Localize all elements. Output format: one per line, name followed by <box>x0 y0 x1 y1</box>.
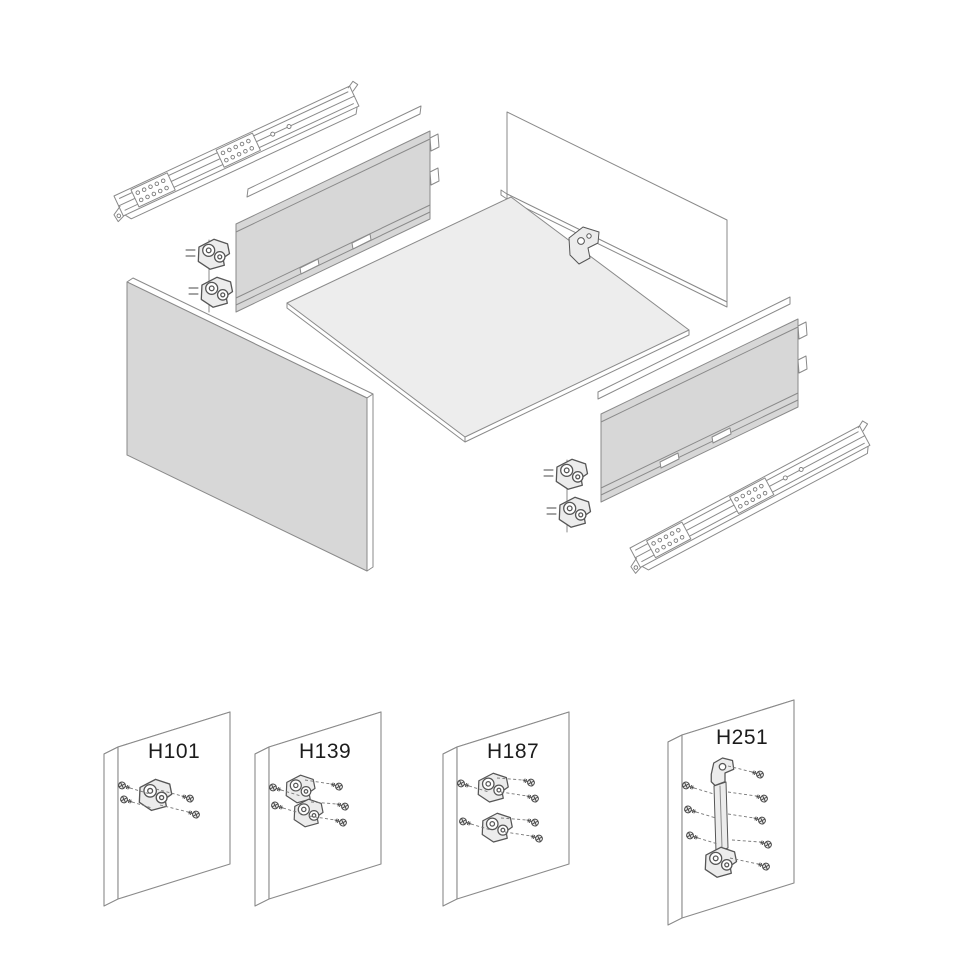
panel-top-rail <box>246 105 422 198</box>
panel-top-rail <box>597 296 791 400</box>
center-bracket-body <box>568 226 600 265</box>
panel-body <box>600 318 799 503</box>
board-left-edge <box>442 746 458 907</box>
panel-line <box>600 326 799 423</box>
board-left-edge <box>103 746 119 907</box>
detail-label: H139 <box>299 740 351 763</box>
bracket-bar-line <box>719 785 723 849</box>
screw-leader <box>308 815 336 821</box>
screw-leader <box>131 801 153 809</box>
panel-latch <box>659 452 680 469</box>
screw-leader <box>727 813 755 819</box>
screw-leader <box>304 779 332 785</box>
board-left-edge <box>254 746 270 907</box>
screw-leader <box>693 787 715 795</box>
detail-h251: H251 <box>667 699 795 926</box>
panel-body <box>235 130 431 313</box>
panel-latch <box>299 258 320 275</box>
board-left-edge <box>667 734 683 926</box>
screw-leader <box>500 817 528 821</box>
panel-latch <box>351 233 372 250</box>
front-panel-side-edge <box>366 393 374 572</box>
detail-h101: H101 <box>103 711 231 907</box>
screw-leader <box>504 831 532 837</box>
screw-leader <box>468 785 490 793</box>
detail-label: H187 <box>487 740 539 763</box>
front-panel <box>126 277 374 572</box>
detail-label: H251 <box>716 726 768 749</box>
center-bracket-hole <box>577 237 585 245</box>
front-bracket <box>200 276 234 308</box>
front-panel-face <box>126 281 368 572</box>
back-panel <box>500 111 728 308</box>
screw-leader <box>470 823 492 831</box>
board-face <box>117 711 231 900</box>
bracket-pins <box>543 469 557 515</box>
panel-line <box>235 204 431 299</box>
screw-leader <box>731 839 761 843</box>
front-bracket <box>558 496 592 528</box>
bottom-panel-edge <box>286 302 690 443</box>
screw-leader <box>280 789 302 797</box>
bracket-pins <box>185 249 199 295</box>
panel-line <box>600 392 799 489</box>
panel-line <box>235 211 431 306</box>
screw-leader <box>729 857 759 865</box>
panel-back-tab <box>797 355 808 374</box>
screw-leader <box>496 777 524 781</box>
screw-leader <box>695 811 717 819</box>
screw-leader <box>282 807 304 815</box>
screw-leader <box>727 765 753 773</box>
front-bracket <box>197 238 231 270</box>
screw-leader <box>727 791 757 797</box>
screw-leader <box>129 787 151 795</box>
screw-leader <box>697 837 719 845</box>
board-face <box>456 711 570 900</box>
drawer-side-panel-right <box>597 296 808 503</box>
detail-h139: H139 <box>254 711 382 907</box>
front-brackets-right <box>543 458 592 533</box>
detail-h187: H187 <box>442 711 570 907</box>
panel-back-tab <box>429 167 440 186</box>
screw-leader <box>159 804 189 813</box>
front-brackets-left <box>185 238 234 313</box>
panel-back-tab <box>429 133 440 152</box>
panel-back-tab <box>797 321 808 340</box>
center-bracket-hole <box>586 233 592 239</box>
screw-leader <box>310 801 338 805</box>
screw-leader <box>155 788 183 797</box>
back-panel-corner <box>500 189 508 200</box>
center-bracket <box>568 226 600 265</box>
exploded-assembly <box>104 79 881 577</box>
front-bracket <box>555 458 589 490</box>
panel-line <box>235 138 431 233</box>
screw-leader <box>500 791 528 797</box>
drawer-side-panel-left <box>235 105 440 313</box>
detail-label: H101 <box>148 740 200 763</box>
panel-latch <box>711 427 732 444</box>
board-face <box>268 711 382 900</box>
panel-line <box>600 399 799 496</box>
